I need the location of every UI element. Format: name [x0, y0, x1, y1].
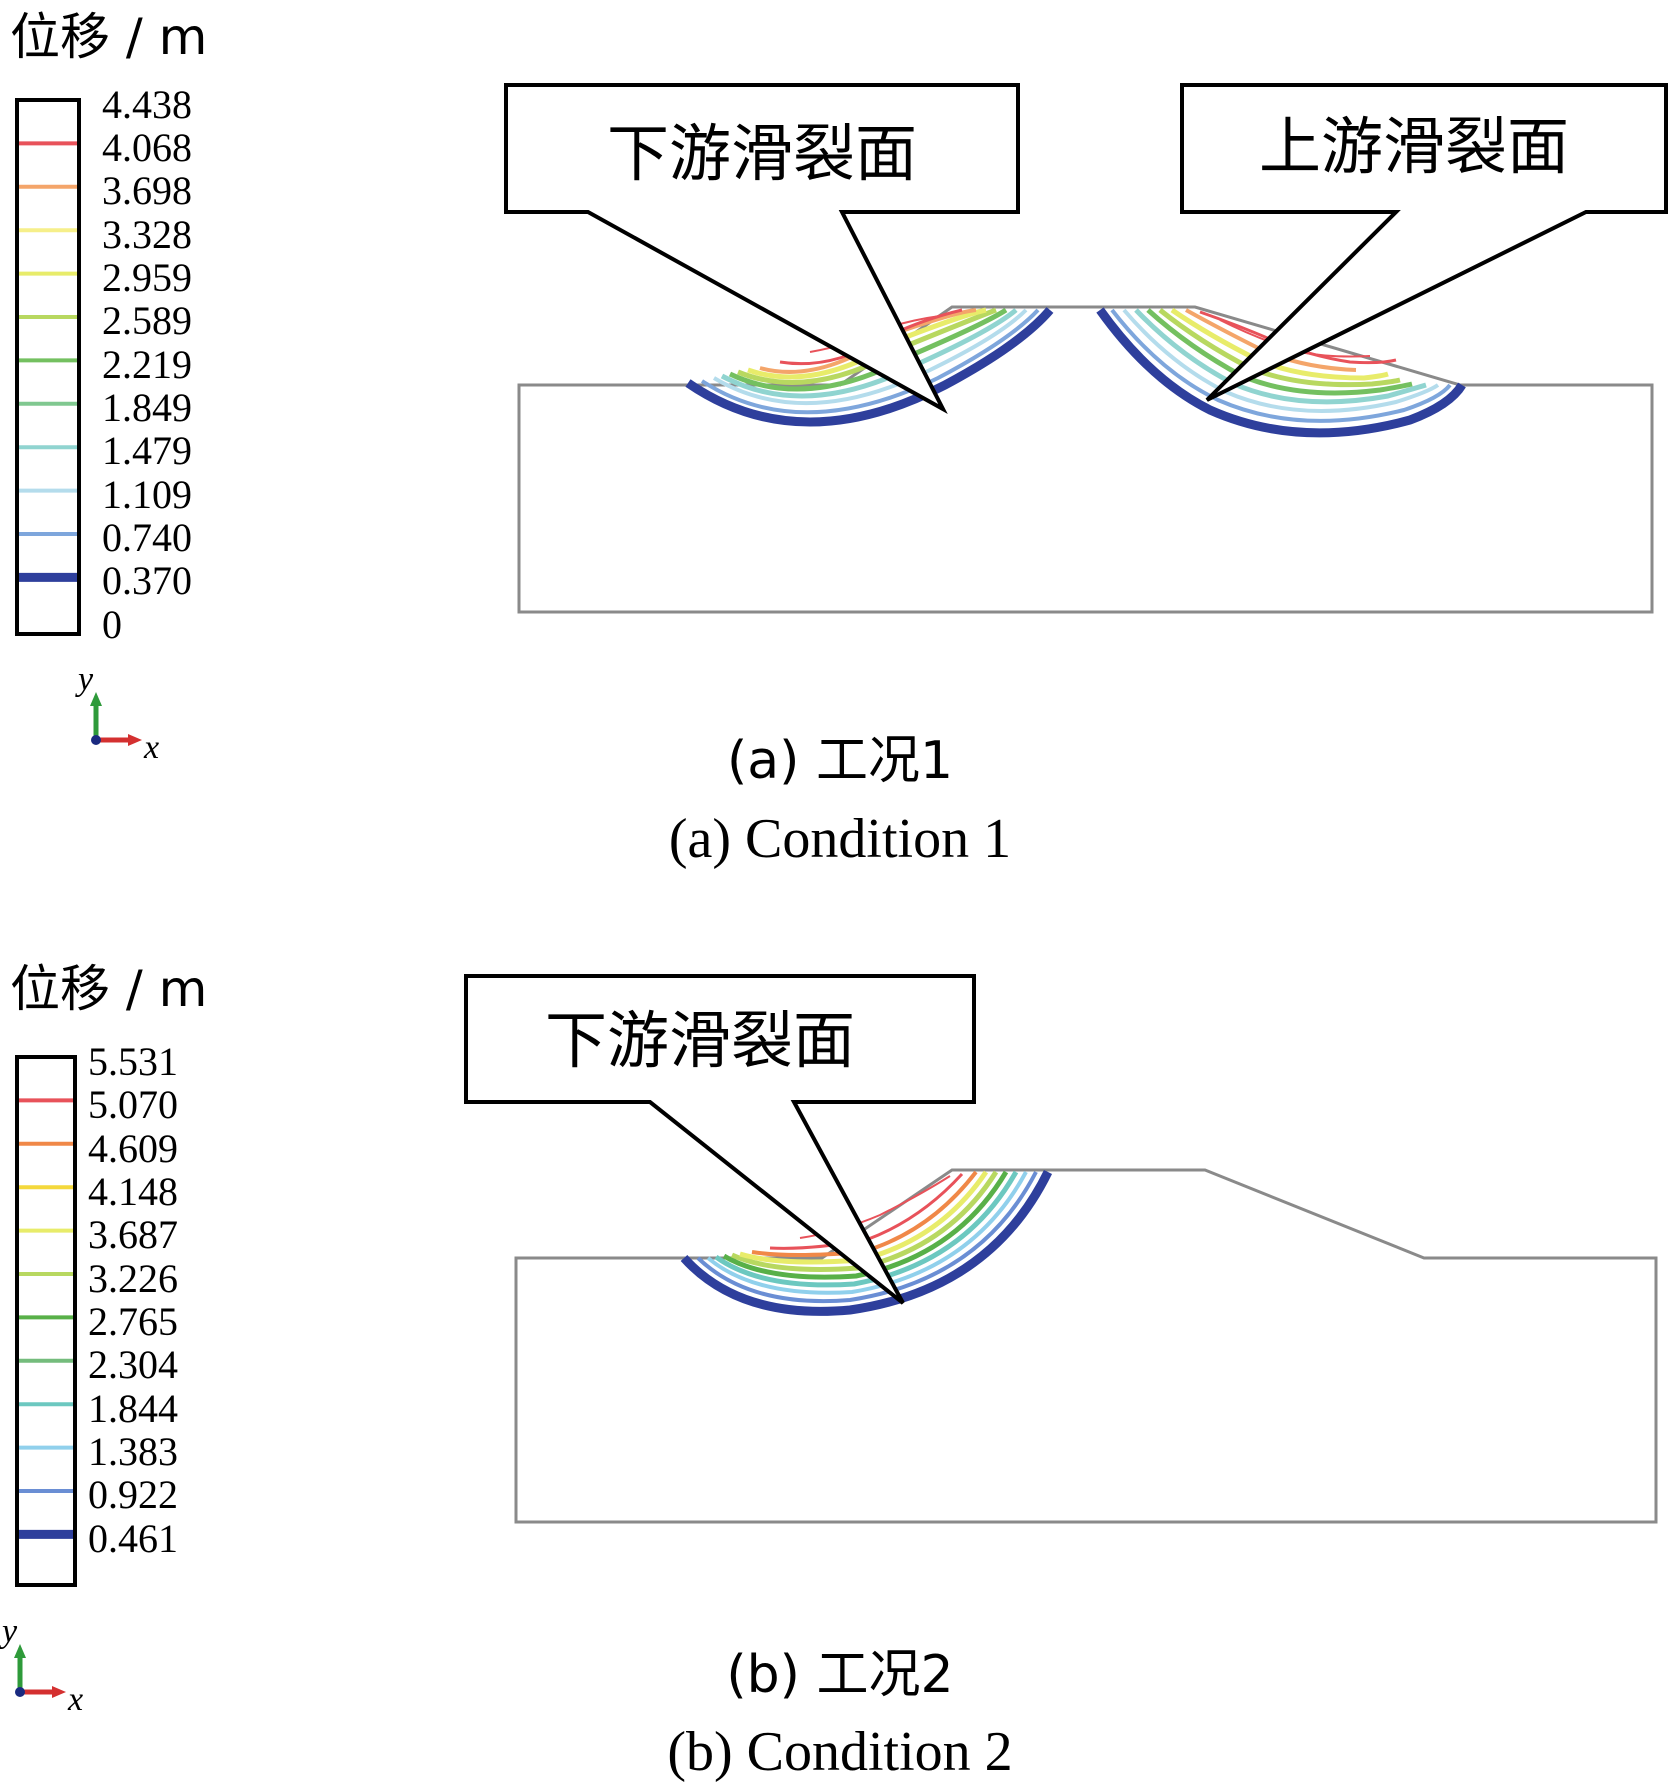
legend-label: 2.589	[102, 298, 192, 343]
x-axis-label: x	[67, 1681, 83, 1718]
caption-en: (a) Condition 1	[669, 808, 1011, 870]
contour-0.370	[1096, 307, 1466, 438]
panel-a: 位移 / m 4.438 4.068 3.698 3.328 2.959 2.5…	[10, 8, 1668, 870]
contour-1.479	[1134, 308, 1427, 405]
callout-label: 下游滑裂面	[607, 117, 917, 190]
legend-label: 3.687	[88, 1212, 178, 1257]
contour-0.740	[1110, 308, 1452, 423]
legend-label: 5.070	[88, 1082, 178, 1127]
legend-label: 3.226	[88, 1256, 178, 1301]
callout-box	[504, 83, 1020, 414]
model-outline	[514, 1168, 1658, 1524]
legend-label: 0.922	[88, 1472, 178, 1517]
contour-1.109	[1122, 308, 1440, 413]
caption-cn: (b) 工况2	[726, 1645, 953, 1705]
dam-profile	[517, 305, 1654, 614]
contour-1.383	[706, 1171, 1028, 1295]
legend-frame	[15, 98, 81, 636]
legend-label: 2.959	[102, 255, 192, 300]
y-axis-label: y	[0, 1613, 18, 1650]
contour-2.765	[722, 1170, 1009, 1280]
legend-label: 4.068	[102, 125, 192, 170]
contour-0.922	[696, 1171, 1038, 1304]
callout-downstream: 下游滑裂面	[504, 83, 1020, 414]
contour-2.959	[1170, 307, 1389, 381]
legend-title: 位移 / m	[10, 960, 207, 1018]
legend-label: 4.438	[102, 82, 192, 127]
legend-label: 5.531	[88, 1039, 178, 1084]
legend-label: 0	[102, 602, 122, 647]
legend: 4.438 4.068 3.698 3.328 2.959 2.589 2.21…	[15, 82, 192, 647]
legend-label: 0.461	[88, 1516, 178, 1561]
slip-surface-upstream	[1096, 307, 1466, 438]
legend-label: 2.304	[88, 1342, 178, 1387]
legend-label: 1.479	[102, 428, 192, 473]
legend-label: 0.740	[102, 515, 192, 560]
y-arrow-head	[14, 1644, 26, 1658]
legend-label: 1.383	[88, 1429, 178, 1474]
legend-label: 4.609	[88, 1126, 178, 1171]
contour-1.844	[714, 1170, 1019, 1288]
dam-profile	[514, 1168, 1658, 1524]
y-axis-label: y	[75, 661, 94, 698]
legend-label: 2.765	[88, 1299, 178, 1344]
legend-label: 1.844	[88, 1386, 178, 1431]
axis-triad: y x	[75, 661, 159, 766]
axis-triad: y x	[0, 1613, 83, 1718]
contour-2.219	[1146, 308, 1413, 396]
callout-label: 下游滑裂面	[545, 1004, 855, 1077]
callout-upstream: 上游滑裂面	[1180, 83, 1668, 402]
axis-origin	[91, 735, 101, 745]
legend-label: 1.109	[102, 472, 192, 517]
panel-b: 位移 / m 5.531 5.070 4.609 4.148 3.687 3.2…	[0, 960, 1658, 1783]
caption-cn: (a) 工况1	[727, 731, 953, 791]
contour-2.589	[1158, 308, 1401, 388]
callout-box	[464, 974, 976, 1305]
axis-origin	[15, 1687, 25, 1697]
model-outline	[517, 305, 1654, 614]
callout-downstream: 下游滑裂面	[464, 974, 976, 1305]
legend: 5.531 5.070 4.609 4.148 3.687 3.226 2.76…	[15, 1039, 178, 1587]
callout-label: 上游滑裂面	[1259, 110, 1569, 183]
legend-label: 4.148	[88, 1169, 178, 1214]
legend-label: 3.698	[102, 168, 192, 213]
legend-label: 0.370	[102, 558, 192, 603]
contour-0.461	[680, 1170, 1053, 1316]
x-axis-label: x	[143, 729, 159, 766]
legend-label: 3.328	[102, 212, 192, 257]
x-arrow-head	[52, 1686, 66, 1698]
legend-label: 2.219	[102, 342, 192, 387]
y-arrow-head	[90, 692, 102, 706]
caption-en: (b) Condition 2	[667, 1721, 1012, 1783]
x-arrow-head	[128, 734, 142, 746]
legend-label: 1.849	[102, 385, 192, 430]
legend-title: 位移 / m	[10, 8, 207, 66]
legend-frame	[15, 1055, 77, 1587]
callout-box	[1180, 83, 1668, 402]
